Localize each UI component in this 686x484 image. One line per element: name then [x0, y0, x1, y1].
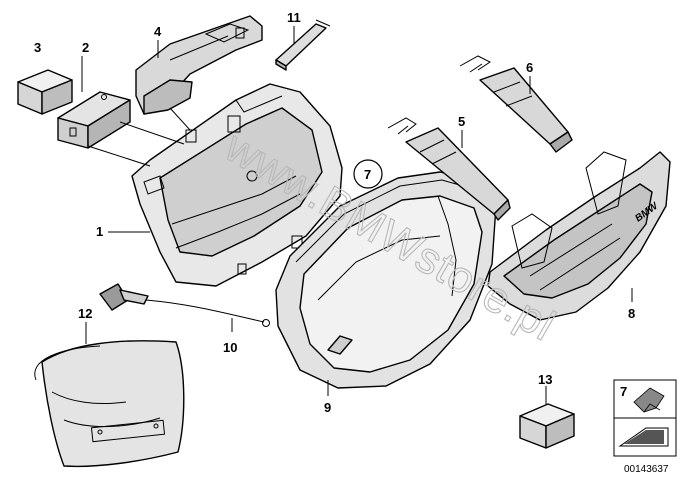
callout-6: 6	[526, 60, 533, 75]
callout-10: 10	[223, 340, 237, 355]
callout-numbers: 3 2 4 11 1 5 6 8 9 10 12 13 7	[34, 10, 635, 415]
part-11-strip[interactable]	[275, 19, 331, 71]
part-9-case[interactable]	[275, 171, 497, 389]
callout-5: 5	[458, 114, 465, 129]
part-2-bracket[interactable]	[57, 91, 131, 149]
callout-8: 8	[628, 306, 635, 321]
legend-callout-7: 7	[620, 384, 627, 399]
part-13-box[interactable]	[519, 403, 575, 449]
leader-lines	[81, 26, 633, 404]
callout-3: 3	[34, 40, 41, 55]
part-10-cable[interactable]	[99, 283, 270, 327]
drawing-code: 00143637	[624, 464, 669, 475]
part-3-box[interactable]	[17, 69, 73, 115]
callout-11: 11	[287, 10, 301, 25]
callout-1: 1	[96, 224, 103, 239]
part-6-strap[interactable]	[459, 55, 573, 153]
callout-7-circle	[353, 159, 383, 189]
callout-4: 4	[154, 24, 162, 39]
callout-9: 9	[324, 400, 331, 415]
callout-2: 2	[82, 40, 89, 55]
part-4-mount[interactable]	[135, 15, 263, 115]
legend-box: 7	[613, 379, 677, 457]
callout-12: 12	[78, 306, 92, 321]
part-12-bag[interactable]	[34, 340, 185, 468]
callout-7: 7	[364, 167, 371, 182]
callout-13: 13	[538, 372, 552, 387]
legend-part-icon	[633, 387, 665, 413]
part-8-lid[interactable]: BMW	[487, 151, 671, 321]
part-1-carrier[interactable]	[87, 83, 343, 287]
part-5-strap[interactable]	[387, 117, 511, 221]
